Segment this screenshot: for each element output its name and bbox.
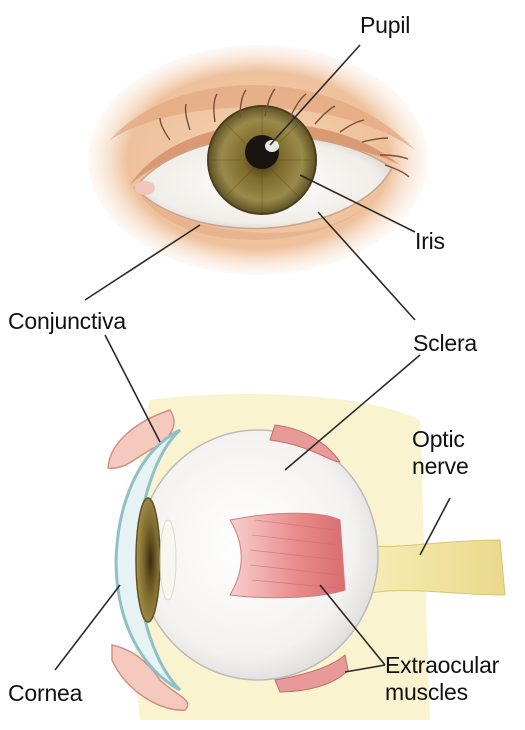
label-iris: Iris <box>415 228 445 255</box>
leader-conjunctiva-bottom <box>105 335 160 442</box>
label-extraocular-line-1: Extraocular <box>385 652 499 679</box>
front-eye-illustration <box>88 45 428 275</box>
label-optic-nerve-line-1: Optic <box>412 426 469 453</box>
label-conjunctiva: Conjunctiva <box>8 308 126 335</box>
label-extraocular-muscles: Extraocular muscles <box>385 652 499 706</box>
label-sclera: Sclera <box>413 330 477 357</box>
label-optic-nerve-line-2: nerve <box>412 453 469 480</box>
leader-cornea <box>55 585 120 670</box>
caruncle <box>135 181 155 195</box>
label-pupil: Pupil <box>360 12 410 39</box>
lateral-rectus-muscle <box>230 513 345 597</box>
label-cornea: Cornea <box>8 680 82 707</box>
iris-side <box>136 498 160 622</box>
label-extraocular-line-2: muscles <box>385 679 499 706</box>
optic-nerve-shape <box>360 540 505 595</box>
lens-side <box>160 520 176 600</box>
label-optic-nerve: Optic nerve <box>412 426 469 480</box>
